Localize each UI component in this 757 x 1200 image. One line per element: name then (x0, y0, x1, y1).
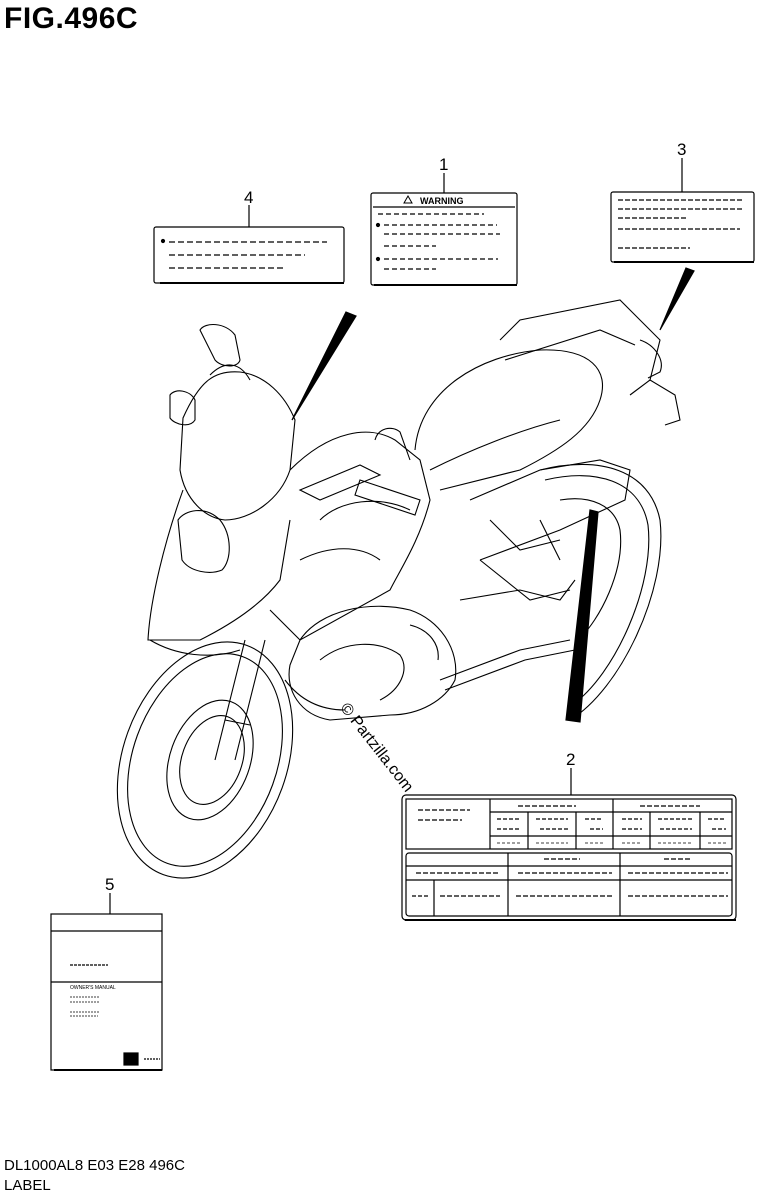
label-1[interactable]: WARNING (370, 192, 518, 286)
leader-wedge-3 (659, 267, 695, 331)
callout-5: 5 (105, 875, 115, 894)
figure-title: FIG.496C (4, 2, 139, 35)
label-3[interactable] (610, 191, 755, 263)
manual-title-text: OWNER'S MANUAL (70, 985, 116, 991)
motorcycle-illustration (116, 299, 681, 879)
label-4[interactable] (153, 226, 345, 284)
owners-manual[interactable] (50, 913, 163, 1071)
label-2[interactable] (401, 794, 737, 921)
callout-4: 4 (244, 188, 254, 207)
callout-1: 1 (439, 155, 449, 174)
callout-3: 3 (677, 140, 687, 159)
leader-wedge-4 (291, 311, 357, 421)
callout-2: 2 (566, 750, 576, 769)
label-1-heading: WARNING (420, 196, 464, 206)
diagram-code: DL1000AL8 E03 E28 496C (4, 1157, 185, 1174)
diagram-caption: LABEL (4, 1177, 51, 1194)
leader-wedge-2 (565, 509, 599, 723)
